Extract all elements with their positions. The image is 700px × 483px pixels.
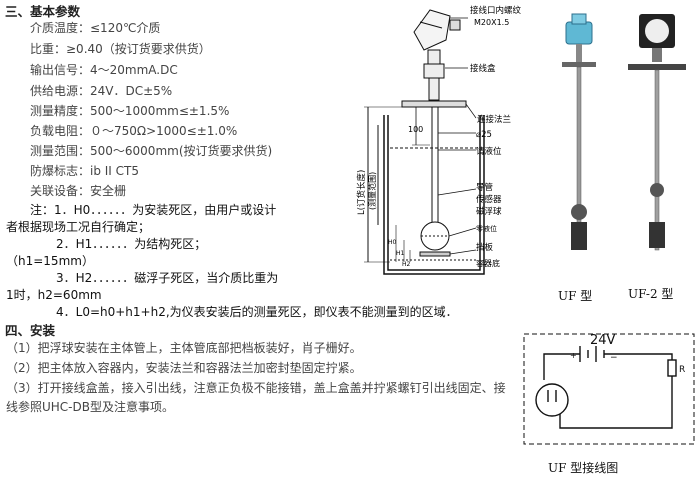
- uf-caption: UF 型: [558, 289, 593, 303]
- label-h0: H0: [388, 239, 397, 246]
- install-step-2: （2）把主体放入容器内，安装法兰和容器法兰加密封垫固定拧紧。: [6, 361, 362, 375]
- uf-head: [565, 21, 593, 45]
- label-vessel-bottom: 容器底: [476, 258, 500, 268]
- note-1-cont: 者根据现场工况自行确定；: [6, 220, 151, 234]
- uf-product-photo: [562, 13, 596, 250]
- section3-title: 三、基本参数: [5, 4, 81, 19]
- param-density: 比重：≥0.40（按订货要求供货）: [30, 42, 211, 56]
- resistor-label: R: [679, 365, 685, 375]
- label-dim-100: 100: [408, 125, 423, 134]
- note-2: 2．H1．．．．．．为结构死区；: [56, 237, 207, 251]
- note-3: 3．H2．．．．．．磁浮子死区，当介质比重为: [56, 271, 279, 285]
- label-h1: H1: [396, 250, 405, 257]
- label-flange: 连接法兰: [477, 114, 511, 125]
- note-3-cont: 1时，h2=60mm: [6, 288, 102, 302]
- note-1: 注：1．H0．．．．．．为安装死区，由用户或设计: [30, 203, 277, 217]
- wiring-frame: [523, 333, 695, 445]
- label-magnet-ball: 磁浮球: [476, 206, 502, 217]
- junction-head-shape: [413, 9, 451, 51]
- minus-sign: −: [610, 353, 618, 363]
- param-accuracy: 测量精度：500～1000mm≤±1.5%: [30, 104, 230, 118]
- label-thread-spec: M20X1.5: [474, 18, 509, 27]
- voltage-label: 24V: [590, 333, 616, 348]
- vessel-outline: [387, 115, 481, 271]
- label-zero-level: 零液位: [476, 224, 497, 233]
- flange-shape: [401, 100, 467, 108]
- label-measure-range: (测量范围): [367, 172, 377, 210]
- resistor-box: [667, 359, 677, 377]
- param-output: 输出信号：4～20mmA.DC: [30, 63, 178, 77]
- param-range: 测量范围：500～6000mm(按订货要求供货): [30, 144, 273, 158]
- label-order-length: L(订货长度): [356, 170, 367, 215]
- install-step-3: （3）打开接线盒盖，接入引出线，注意正负极不能接错，盖上盒盖并拧紧螺钉引出线固定…: [6, 381, 506, 395]
- install-step-3-cont: 线参照UHC-DB型及注意事项。: [6, 400, 174, 414]
- label-liquid-level: 请液位: [476, 146, 502, 157]
- uf2-caption: UF-2 型: [628, 287, 674, 301]
- label-baffle: 挡板: [476, 242, 494, 253]
- param-power: 供给电源：24V．DC±5%: [30, 84, 173, 98]
- param-load: 负载电阻：０～750Ω>1000≤±1.0%: [30, 124, 238, 138]
- wiring-diagram: 24V + − R: [523, 333, 695, 445]
- param-explosion: 防爆标志：ib II CT5: [30, 164, 140, 178]
- install-step-1: （1）把浮球安装在主体管上，主体管底部把档板装好，肖子栅好。: [6, 341, 362, 355]
- label-h2: H2: [402, 261, 411, 268]
- label-junction-box: 接线盒: [470, 63, 496, 74]
- uf2-product-photo: [628, 14, 686, 251]
- param-device: 关联设备：安全栅: [30, 184, 127, 198]
- section4-title: 四、安装: [5, 323, 56, 338]
- baffle-shape: [419, 251, 451, 257]
- label-conduit: 导管: [476, 182, 493, 193]
- param-temperature: 介质温度：≤120℃介质: [30, 21, 161, 35]
- installation-drawing: 接线口内螺纹 M20X1.5 接线盒 连接法兰 100 ⌀25 请液位 导管 传…: [356, 5, 522, 275]
- note-2-cont: （h1=15mm）: [6, 254, 94, 268]
- plus-sign: +: [570, 351, 577, 360]
- note-4: 4．L0=h0+h1+h2,为仪表安装后的测量死区，即仪表不能测量到的区域．: [56, 305, 458, 319]
- label-sensor: 传感器: [476, 194, 502, 205]
- label-dia-25: ⌀25: [476, 130, 492, 140]
- sensor-circle: [535, 383, 569, 417]
- wiring-caption: UF 型接线图: [548, 461, 619, 475]
- label-thread: 接线口内螺纹: [470, 5, 522, 16]
